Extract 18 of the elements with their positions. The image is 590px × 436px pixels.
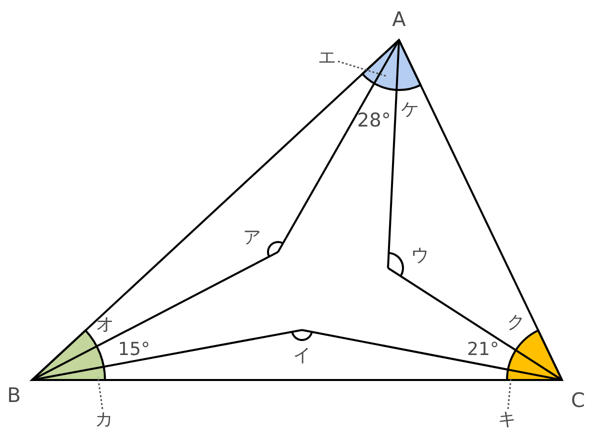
vertex-label: B — [7, 385, 21, 405]
angle-label: カ — [95, 411, 113, 429]
vertex-label: C — [571, 390, 585, 410]
angle-label: ケ — [401, 101, 419, 119]
angle-value: 15° — [118, 341, 150, 359]
angle-label: ク — [507, 314, 525, 332]
leader-line — [97, 376, 104, 410]
vertex-label: A — [392, 9, 406, 29]
angle-label: エ — [318, 49, 336, 67]
angle-label: イ — [293, 347, 311, 365]
angle-label: ア — [243, 229, 261, 247]
leader-line — [338, 60, 386, 77]
angle-value: 21° — [467, 341, 499, 359]
angle-label: オ — [96, 316, 114, 334]
angle-value: 28° — [357, 112, 391, 130]
leader-line — [507, 376, 512, 410]
angle-label: キ — [498, 411, 516, 429]
angle-label: ウ — [411, 247, 429, 265]
